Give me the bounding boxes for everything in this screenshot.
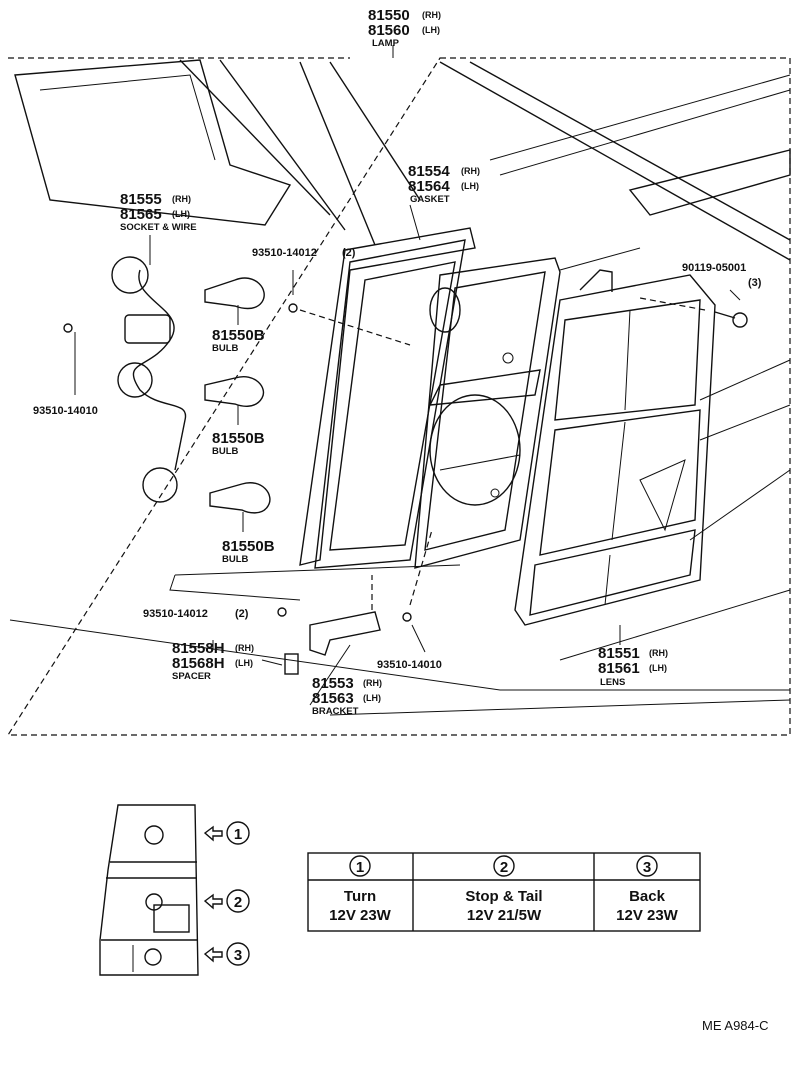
label-screw-left: 93510-14010 — [33, 405, 98, 417]
socket-lh-number: 81565 — [120, 206, 162, 223]
spacer-name: SPACER — [172, 671, 211, 682]
marker-arrow-2: 2 — [203, 889, 250, 913]
label-bulb-1: 81550B BULB — [212, 327, 265, 354]
bulb-3 — [209, 482, 271, 532]
table-header-1: 1 — [356, 859, 364, 876]
bulb-1 — [204, 277, 265, 325]
function-turn: Turn — [344, 888, 376, 905]
screw-bracket — [402, 529, 433, 653]
label-screw-top: 93510-14012 (2) — [252, 247, 356, 259]
gasket-name: GASKET — [410, 194, 450, 205]
gasket — [299, 227, 476, 569]
bolt-number: 90119-05001 — [682, 262, 746, 274]
label-spacer: 81558H (RH) 81568H (LH) SPACER — [172, 640, 254, 682]
socket-wire-harness — [111, 256, 187, 503]
screw-top-number: 93510-14012 — [252, 247, 317, 259]
screw-bracket-number: 93510-14010 — [377, 659, 442, 671]
label-bracket: 81553 (RH) 81563 (LH) BRACKET — [312, 675, 382, 717]
marker-3-label: 3 — [234, 947, 242, 964]
label-lamp: 81550 (RH) 81560 (LH) LAMP — [368, 7, 441, 49]
screw-lower-number: 93510-14012 — [143, 608, 208, 620]
bulb-2-name: BULB — [212, 446, 239, 457]
table-header-3: 3 — [643, 859, 651, 876]
bracket-rh-number: 81553 — [312, 675, 354, 692]
screw-left — [63, 323, 76, 395]
lamp-housing — [414, 257, 561, 569]
label-socket: 81555 (RH) 81565 (LH) SOCKET & WIRE — [120, 191, 197, 233]
bracket — [309, 575, 381, 656]
rating-stop-tail: 12V 21/5W — [467, 907, 542, 924]
bolt — [639, 289, 748, 328]
socket-rh-tag: (RH) — [172, 194, 191, 204]
lens-rh-tag: (RH) — [649, 648, 668, 658]
table-header-2: 2 — [500, 859, 508, 876]
lens-lh-tag: (LH) — [649, 663, 667, 673]
bulb-3-name: BULB — [222, 554, 249, 565]
spacer-lh-number: 81568H — [172, 655, 225, 672]
bulb-spec-table: 1 2 3 Turn 12V 23W Stop & Tail 12V 21/5W… — [307, 852, 701, 932]
bracket-rh-tag: (RH) — [363, 678, 382, 688]
bulb-2-number: 81550B — [212, 430, 265, 447]
bulb-2 — [204, 376, 265, 425]
marker-arrow-1: 1 — [203, 821, 250, 845]
screw-top-qty: (2) — [342, 247, 356, 259]
screw-lower-qty: (2) — [235, 608, 249, 620]
label-bulb-2: 81550B BULB — [212, 430, 265, 457]
lens-lh-number: 81561 — [598, 660, 640, 677]
lens-rh-number: 81551 — [598, 645, 640, 662]
label-bolt: 90119-05001 (3) — [682, 262, 762, 289]
socket-name: SOCKET & WIRE — [120, 222, 197, 233]
label-screw-lower: 93510-14012 (2) — [143, 608, 249, 620]
screw-top — [288, 270, 411, 346]
spacer-lh-tag: (LH) — [235, 658, 253, 668]
bracket-lh-tag: (LH) — [363, 693, 381, 703]
bulb-1-name: BULB — [212, 343, 239, 354]
socket-lh-tag: (LH) — [172, 209, 190, 219]
bulb-1-number: 81550B — [212, 327, 265, 344]
lamp-name: LAMP — [372, 38, 400, 49]
function-back: Back — [629, 888, 666, 905]
lamp-rh-tag: (RH) — [422, 10, 441, 20]
lens — [514, 269, 716, 626]
rating-turn: 12V 23W — [329, 907, 392, 924]
leader-lines — [149, 204, 621, 706]
gasket-rh-number: 81554 — [408, 163, 450, 180]
lamp-lh-number: 81560 — [368, 22, 410, 39]
lamp-rh-number: 81550 — [368, 7, 410, 24]
function-stop-tail: Stop & Tail — [465, 888, 542, 905]
lamp-lh-tag: (LH) — [422, 25, 440, 35]
assembly-boundary — [6, 57, 791, 736]
spacer-rh-tag: (RH) — [235, 643, 254, 653]
label-gasket: 81554 (RH) 81564 (LH) GASKET — [408, 163, 480, 205]
bracket-lh-number: 81563 — [312, 690, 354, 707]
screw-lower — [277, 607, 287, 617]
label-bulb-3: 81550B BULB — [222, 538, 275, 565]
bracket-name: BRACKET — [312, 706, 359, 717]
bulb-3-number: 81550B — [222, 538, 275, 555]
gasket-lh-number: 81564 — [408, 178, 450, 195]
spacer — [284, 653, 299, 675]
gasket-lh-tag: (LH) — [461, 181, 479, 191]
marker-2-label: 2 — [234, 894, 242, 911]
diagram-code: ME A984-C — [702, 1018, 768, 1033]
gasket-rh-tag: (RH) — [461, 166, 480, 176]
marker-1-label: 1 — [234, 826, 242, 843]
spacer-rh-number: 81558H — [172, 640, 225, 657]
lens-name: LENS — [600, 677, 625, 688]
bolt-qty: (3) — [748, 277, 762, 289]
marker-arrow-3: 3 — [203, 942, 250, 966]
rating-back: 12V 23W — [616, 907, 679, 924]
label-lens: 81551 (RH) 81561 (LH) LENS — [598, 645, 668, 688]
label-screw-bracket: 93510-14010 — [377, 659, 442, 671]
screw-left-number: 93510-14010 — [33, 405, 98, 417]
vehicle-body-lines — [9, 59, 791, 716]
socket-rh-number: 81555 — [120, 191, 162, 208]
lamp-function-sketch: 1 2 3 — [99, 804, 250, 976]
